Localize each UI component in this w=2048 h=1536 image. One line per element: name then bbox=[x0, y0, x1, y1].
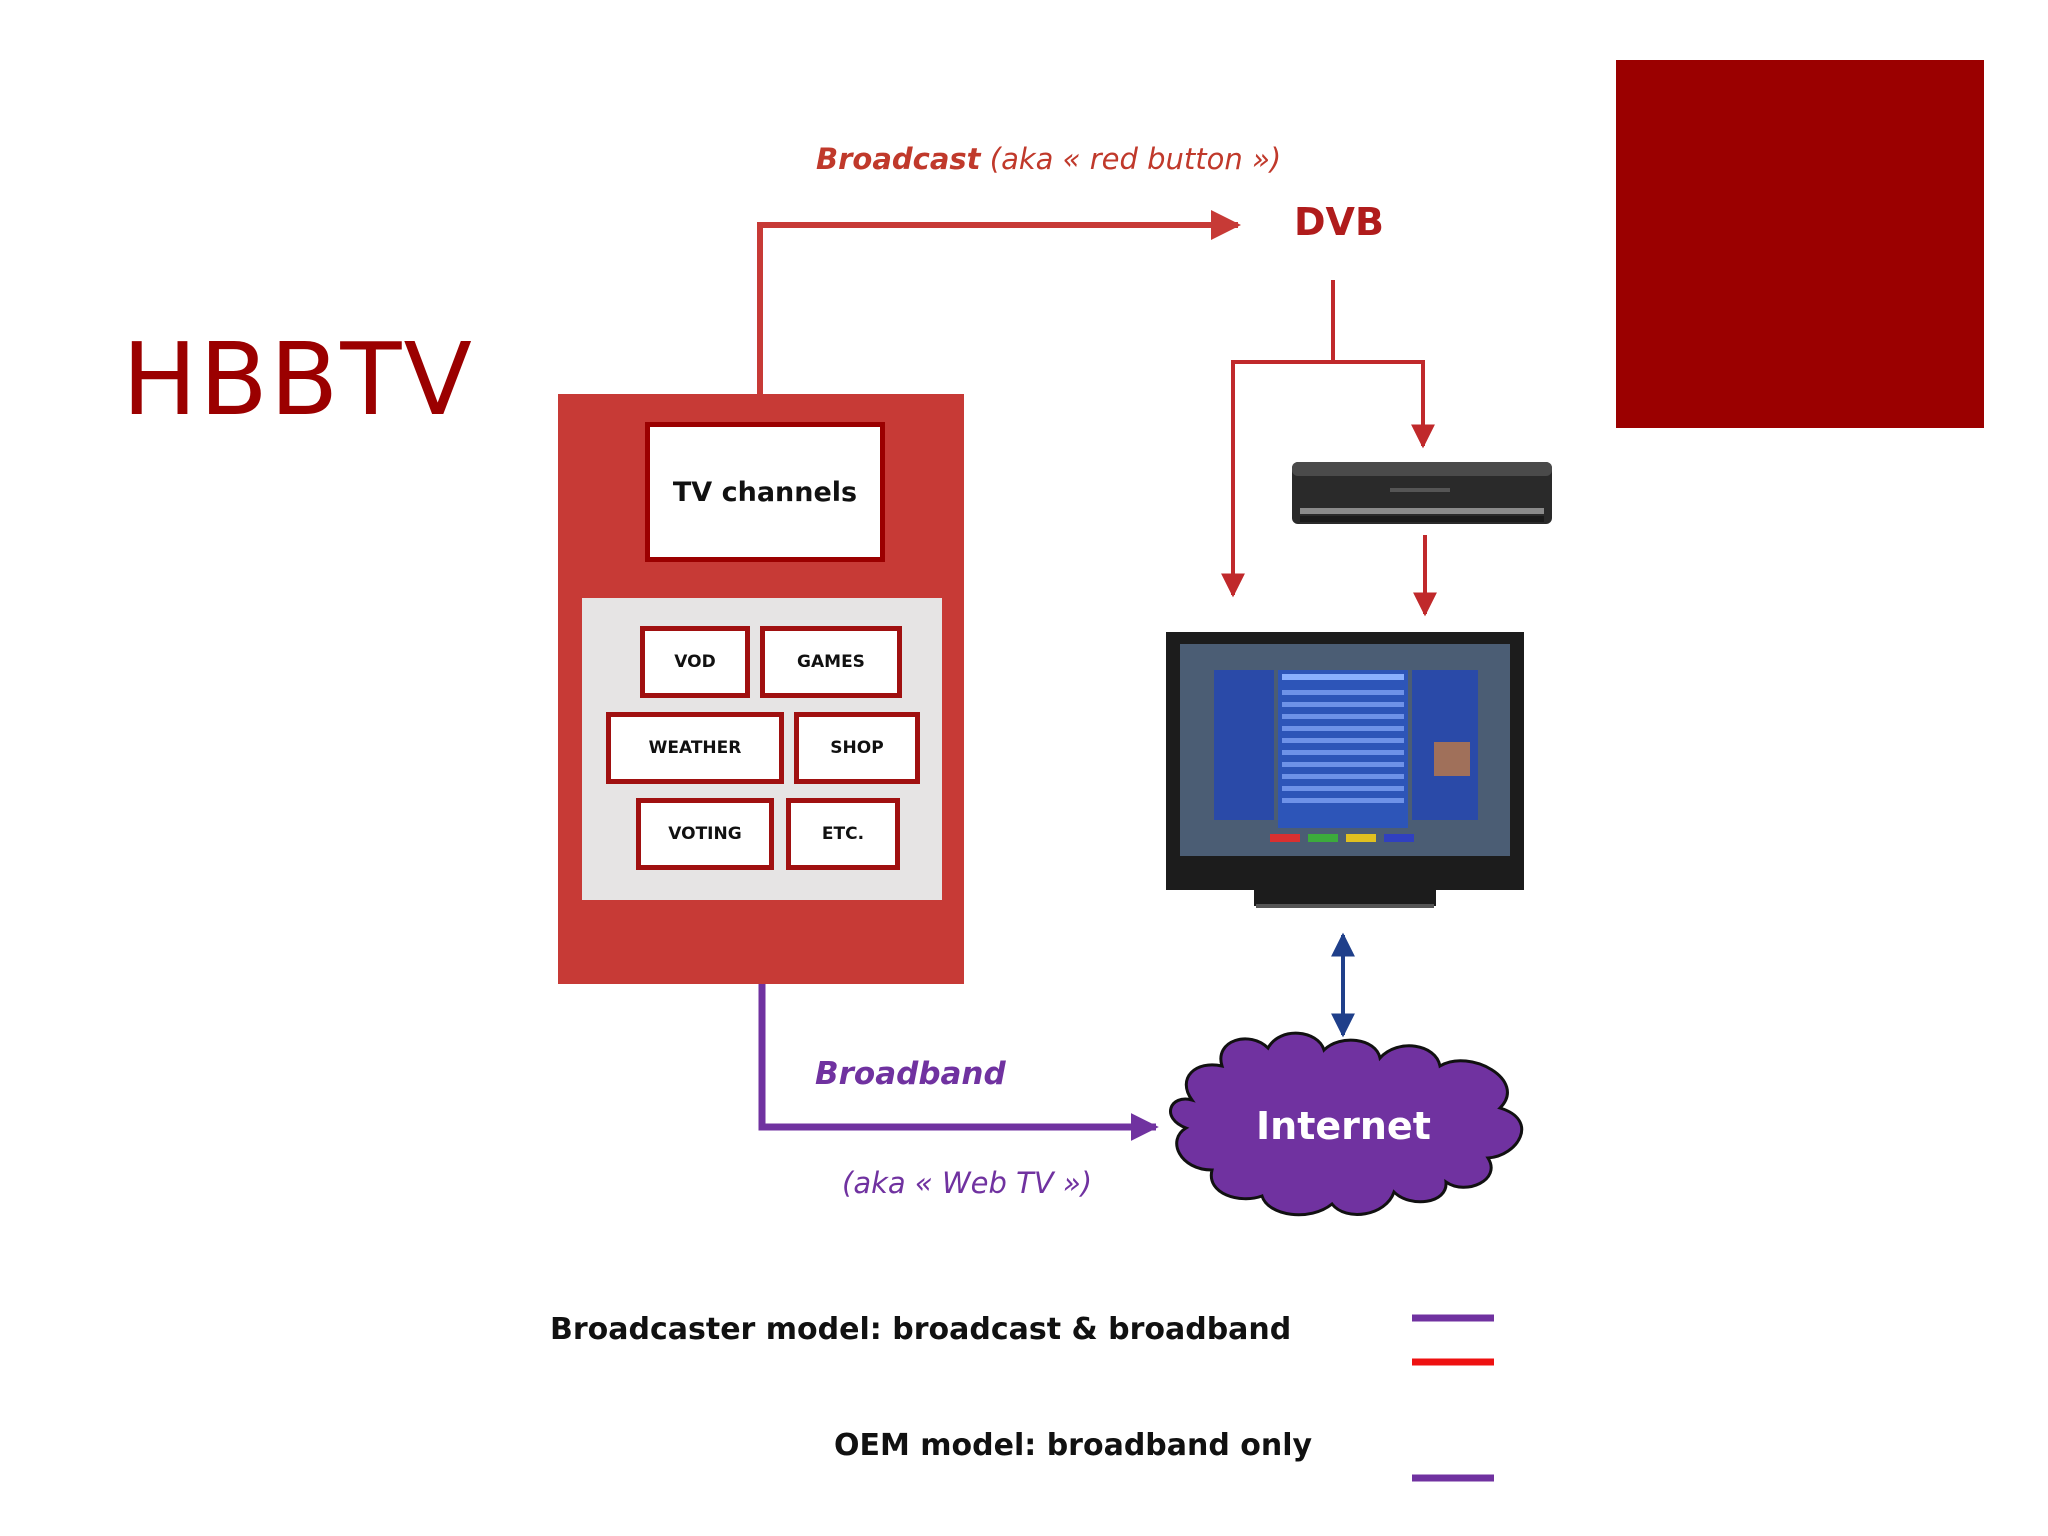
dvb-branch-right bbox=[1333, 360, 1435, 449]
dvb-label: DVB bbox=[1294, 200, 1384, 244]
tv-channels-box: TV channels bbox=[645, 422, 885, 562]
corner-accent-block bbox=[1616, 60, 1984, 428]
broadcast-arrow bbox=[757, 210, 1241, 394]
service-games: GAMES bbox=[760, 626, 902, 698]
legend-broadcaster-model: Broadcaster model: broadcast & broadband bbox=[550, 1312, 1292, 1347]
cloud-icon bbox=[1169, 1031, 1524, 1217]
page-title: HBBTV bbox=[122, 321, 474, 438]
broadcast-label-strong: Broadcast bbox=[816, 142, 981, 176]
legend-oem-model: OEM model: broadband only bbox=[834, 1428, 1313, 1463]
television-icon bbox=[1166, 632, 1524, 908]
service-weather: WEATHER bbox=[606, 712, 784, 784]
service-vod: VOD bbox=[640, 626, 750, 698]
broadband-label: Broadband bbox=[815, 1056, 1006, 1092]
service-shop: SHOP bbox=[794, 712, 920, 784]
internet-label: Internet bbox=[1256, 1104, 1431, 1148]
set-top-box-icon bbox=[1292, 462, 1552, 524]
service-etc: ETC. bbox=[786, 798, 900, 870]
broadcast-label: Broadcast (aka « red button ») bbox=[816, 142, 1281, 176]
dvb-branch-left bbox=[1221, 360, 1333, 598]
webtv-label: (aka « Web TV ») bbox=[842, 1166, 1093, 1200]
service-voting: VOTING bbox=[636, 798, 774, 870]
broadcast-label-rest: (aka « red button ») bbox=[980, 142, 1282, 176]
